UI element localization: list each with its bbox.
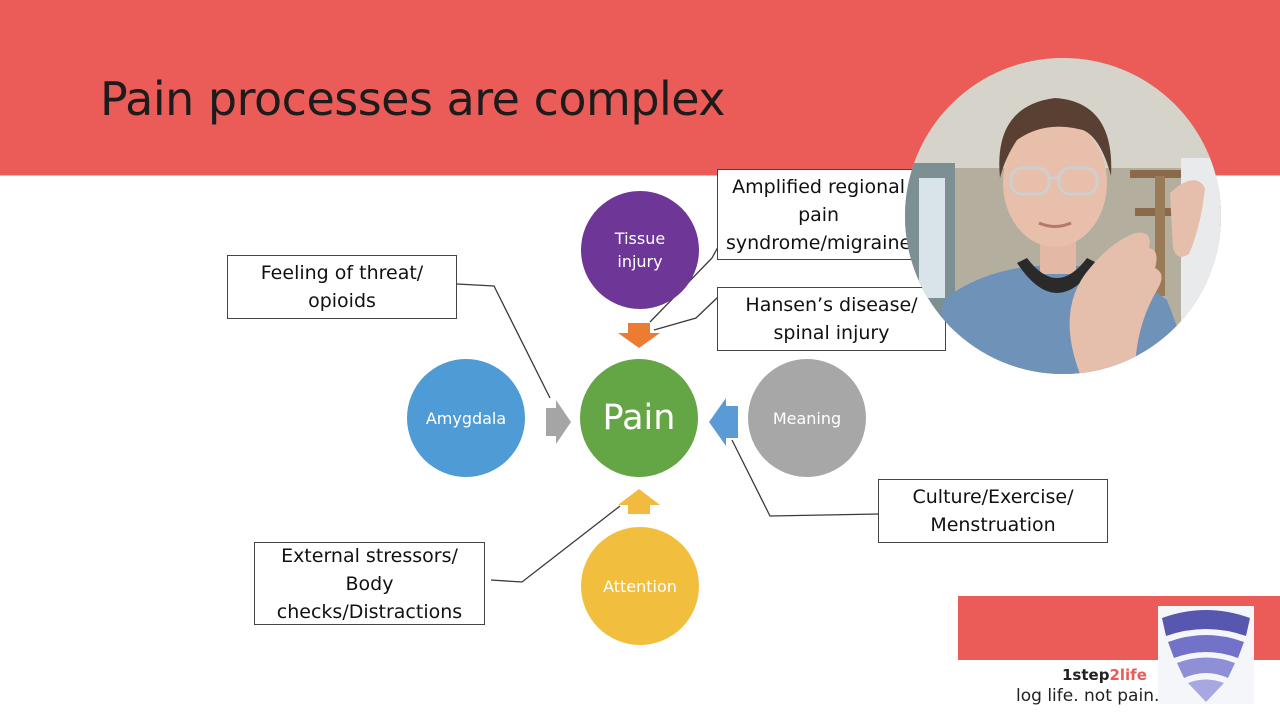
callout-threat: Feeling of threat/ opioids	[227, 255, 457, 319]
callout-amplified-text: Amplified regional pain syndrome/migrain…	[726, 175, 912, 254]
node-pain-label: Pain	[602, 398, 676, 438]
connector-culture	[731, 439, 880, 517]
slide-title: Pain processes are complex	[100, 72, 726, 126]
arrow-down-top	[618, 323, 660, 348]
arrow-left-right	[709, 398, 738, 446]
arrow-right-left	[546, 400, 571, 444]
callout-culture: Culture/Exercise/ Menstruation	[878, 479, 1108, 543]
node-tissue-injury: Tissue injury	[581, 191, 699, 309]
node-amygdala-label: Amygdala	[425, 408, 507, 428]
node-attention-label: Attention	[603, 576, 677, 596]
brand-tagline: log life. not pain.	[1016, 686, 1160, 706]
callout-stressors: External stressors/ Body checks/Distract…	[254, 542, 485, 625]
funnel-logo-icon	[1162, 610, 1250, 702]
arrow-up-bottom	[618, 489, 660, 514]
connector-amplified	[649, 246, 719, 323]
callout-threat-text: Feeling of threat/ opioids	[260, 262, 424, 312]
connector-hansens	[653, 296, 719, 331]
node-amygdala: Amygdala	[407, 359, 525, 477]
presenter-illustration	[905, 58, 1221, 374]
callout-hansens-text: Hansen’s disease/ spinal injury	[745, 294, 918, 344]
brand-name: 1step2life	[1062, 666, 1147, 684]
connector-threat	[456, 283, 551, 399]
node-pain: Pain	[580, 359, 698, 477]
brand-name-part1: 1step	[1062, 666, 1110, 684]
brand-name-part2: 2life	[1109, 666, 1147, 684]
callout-stressors-text: External stressors/ Body checks/Distract…	[276, 544, 463, 623]
callout-culture-text: Culture/Exercise/ Menstruation	[912, 486, 1074, 536]
connector-stressors	[490, 505, 621, 583]
node-tissue-injury-label: Tissue injury	[614, 229, 666, 271]
node-attention: Attention	[581, 527, 699, 645]
node-meaning-label: Meaning	[772, 408, 842, 428]
presenter-video-feed	[905, 58, 1221, 374]
node-meaning: Meaning	[748, 359, 866, 477]
brand-logo	[1158, 606, 1254, 704]
